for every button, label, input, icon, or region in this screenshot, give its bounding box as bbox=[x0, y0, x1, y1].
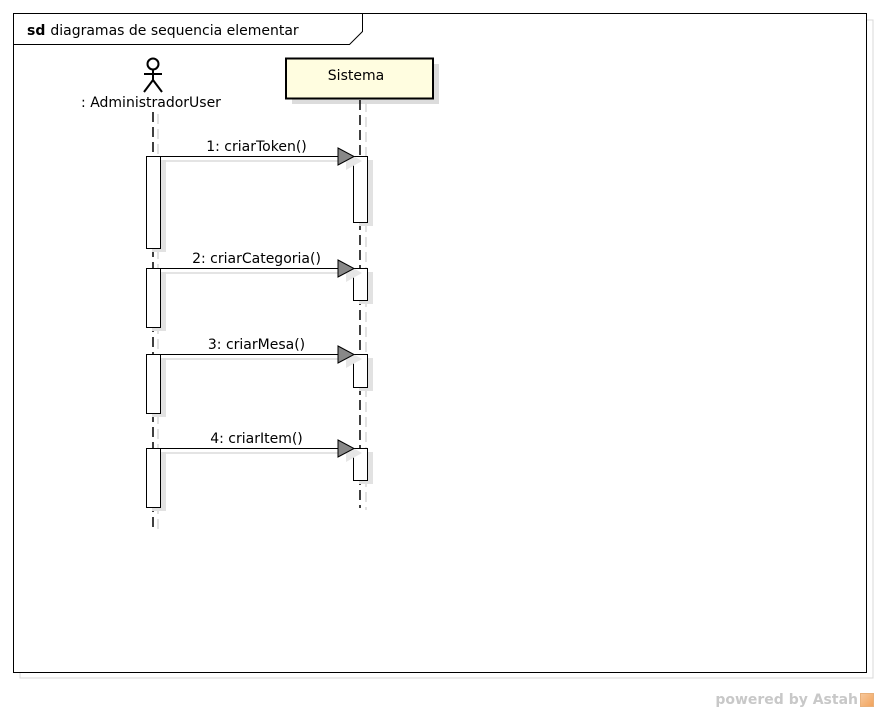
frame-tab bbox=[13, 13, 363, 45]
object-box-sistema bbox=[285, 57, 434, 100]
activation-admin bbox=[146, 448, 161, 508]
message-label: 4: criarItem() bbox=[210, 431, 303, 447]
message-1: 1: criarToken() bbox=[146, 139, 373, 252]
activation-sistema bbox=[353, 448, 368, 481]
activation-admin bbox=[146, 354, 161, 414]
message-4: 4: criarItem() bbox=[146, 431, 373, 511]
frame-keyword: sd bbox=[27, 23, 45, 39]
message-3: 3: criarMesa() bbox=[146, 337, 373, 417]
message-label: 3: criarMesa() bbox=[208, 337, 305, 353]
activation-sistema bbox=[353, 156, 368, 223]
watermark-text: powered by Astah bbox=[715, 692, 858, 708]
astah-watermark: powered by Astah bbox=[715, 692, 874, 708]
actor-icon bbox=[143, 57, 163, 93]
astah-logo-icon bbox=[860, 693, 874, 707]
lifeline-label-sistema: Sistema bbox=[328, 68, 384, 84]
message-label: 1: criarToken() bbox=[206, 139, 307, 155]
lifeline-label-admin: : AdministradorUser bbox=[81, 95, 221, 111]
message-2: 2: criarCategoria() bbox=[146, 251, 373, 331]
frame-title: sd diagramas de sequencia elementar bbox=[27, 23, 299, 39]
activation-sistema bbox=[353, 268, 368, 301]
messages: 1: criarToken() 2: criarCategoria() 3: cri… bbox=[146, 139, 373, 511]
arrowhead bbox=[337, 259, 356, 278]
activation-admin bbox=[146, 268, 161, 328]
arrowhead bbox=[337, 147, 356, 166]
arrowhead bbox=[337, 439, 356, 458]
diagram-frame bbox=[13, 13, 867, 673]
message-label: 2: criarCategoria() bbox=[192, 251, 321, 267]
activation-admin bbox=[146, 156, 161, 249]
lifeline-sistema: Sistema bbox=[285, 57, 439, 510]
frame-name: diagramas de sequencia elementar bbox=[50, 23, 299, 39]
arrowhead bbox=[337, 345, 356, 364]
activation-sistema bbox=[353, 354, 368, 388]
